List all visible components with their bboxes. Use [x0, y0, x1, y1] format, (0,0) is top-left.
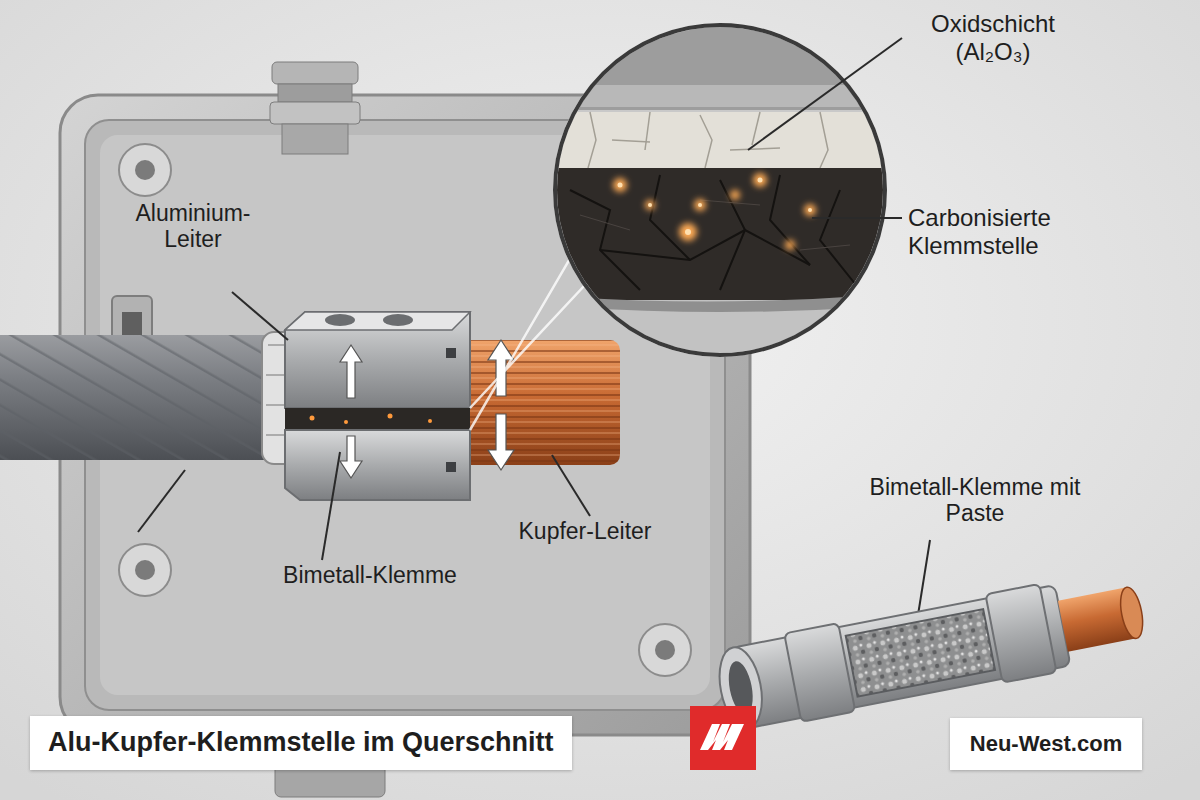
title-box: Alu-Kupfer-Klemmstelle im Querschnitt [30, 716, 572, 770]
part-label: Carbonisierte Klemmstelle [908, 204, 1088, 259]
watermark: Neu-West.com [950, 718, 1142, 770]
part-label: Bimetall-Klemme [240, 562, 500, 588]
part-label: Bimetall-Klemme mit Paste [860, 474, 1090, 527]
part-label: Aluminium-Leiter [118, 200, 268, 253]
part-label: Kupfer-Leiter [500, 518, 670, 544]
part-label: Oxidschicht (Al₂O₃) [908, 10, 1078, 65]
